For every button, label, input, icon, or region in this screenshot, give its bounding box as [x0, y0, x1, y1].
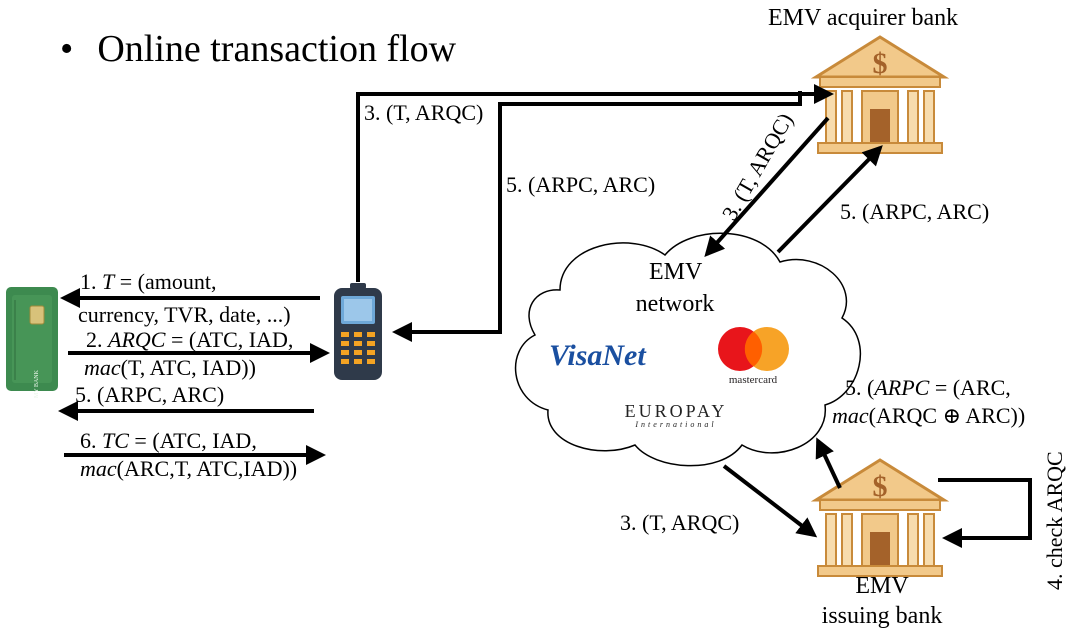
acquirer-bank-icon	[814, 35, 946, 155]
label-3-network-issuer: 3. (T, ARQC)	[620, 510, 740, 535]
europay-logo: EUROPAY International	[625, 401, 728, 429]
message-5-card: 5. (ARPC, ARC)	[75, 382, 225, 407]
message-6-line2: mac(ARC,T, ATC,IAD))	[80, 456, 298, 481]
visanet-logo: VisaNet	[549, 339, 647, 372]
message-1-line1: 1. T = (amount,	[80, 269, 217, 294]
mastercard-logo: mastercard	[718, 327, 789, 386]
arrow-3-network-to-issuer	[722, 464, 818, 538]
label-5-issuer-line2: mac(ARQC ⊕ ARC))	[832, 403, 1026, 428]
payment-terminal-icon	[334, 283, 382, 380]
mastercard-logo-text: mastercard	[729, 374, 778, 386]
europay-logo-subtext: International	[634, 420, 716, 429]
acquirer-bank-label: EMV acquirer bank	[768, 5, 959, 31]
label-3-terminal-acquirer: 3. (T, ARQC)	[364, 100, 484, 125]
arrow-5-issuer-to-network	[815, 437, 842, 489]
network-label-line2: network	[635, 291, 715, 317]
label-5-network-acquirer: 5. (ARPC, ARC)	[840, 199, 990, 224]
cloud-icon	[514, 232, 862, 467]
visanet-logo-text: VisaNet	[549, 339, 647, 372]
arrow-3-terminal-to-acquirer	[356, 84, 834, 282]
label-4-check-arqc: 4. check ARQC	[1042, 451, 1067, 590]
page-title: •Online transaction flow	[60, 28, 457, 70]
arrow-5-network-to-acquirer	[776, 145, 883, 254]
message-2-line1: 2. ARQC = (ATC, IAD,	[86, 327, 294, 352]
arrow-5-acquirer-to-terminal	[392, 91, 802, 342]
label-5-acquirer-terminal: 5. (ARPC, ARC)	[506, 172, 656, 197]
card-text: MY BANK	[34, 369, 40, 398]
label-5-issuer-line1: 5. (ARPC = (ARC,	[845, 375, 1011, 400]
page-title-text: Online transaction flow	[97, 28, 457, 70]
message-6-line1: 6. TC = (ATC, IAD,	[80, 428, 257, 453]
message-2-line2: mac(T, ATC, IAD))	[84, 355, 256, 380]
issuing-bank-label-line1: EMV	[855, 573, 909, 599]
message-1-line2: currency, TVR, date, ...)	[78, 302, 291, 327]
arrow-3-acquirer-to-network	[704, 116, 830, 257]
europay-logo-text: EUROPAY	[625, 401, 728, 421]
network-label-line1: EMV	[649, 259, 703, 285]
arrow-4-check-arqc-loop	[938, 478, 1032, 548]
credit-card-icon: MY BANK	[6, 287, 58, 398]
issuing-bank-label-line2: issuing bank	[821, 603, 943, 629]
